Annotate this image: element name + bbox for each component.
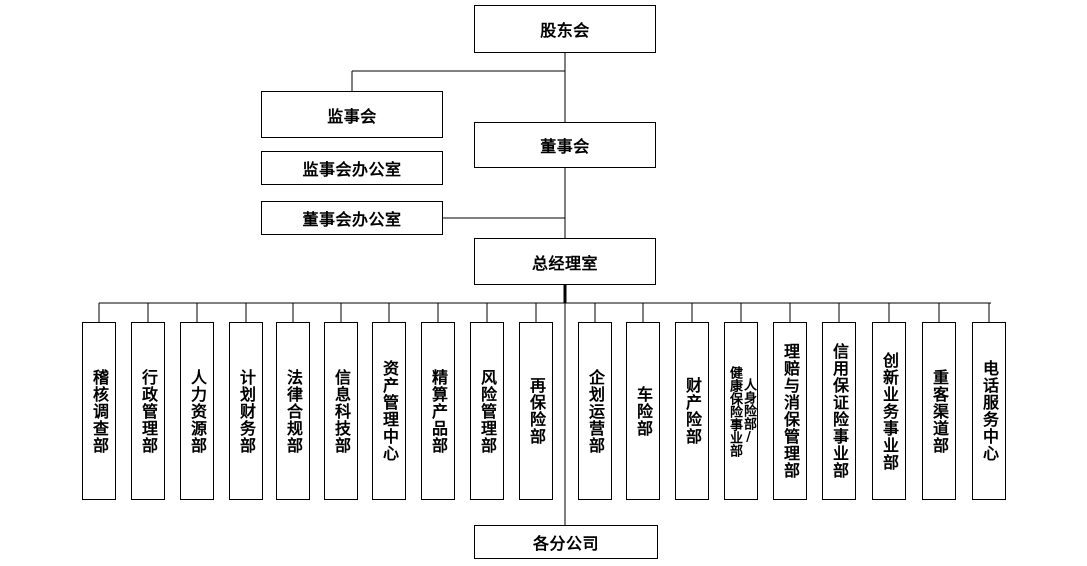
department-box: 稽核调查部: [82, 322, 116, 500]
department-label: 人力资源部: [188, 368, 207, 454]
department-box: 信用保证险事业部: [822, 322, 856, 500]
branches-label: 各分公司: [532, 534, 599, 553]
department-box: 人力资源部: [180, 322, 214, 500]
department-box: 信息科技部: [324, 322, 358, 500]
department-box: 企划运营部: [578, 322, 612, 500]
gm-office-label: 总经理室: [531, 253, 598, 273]
branches-box: 各分公司: [474, 525, 658, 559]
department-label: 再保险部: [527, 377, 546, 445]
department-box: 理赔与消保管理部: [773, 322, 807, 500]
department-label: 信用保证险事业部: [830, 343, 849, 479]
board-box: 董事会: [474, 122, 656, 168]
department-label: 资产管理中心: [380, 360, 399, 462]
supervisory-office-label: 监事会办公室: [302, 160, 402, 179]
department-label: 重客渠道部: [930, 368, 949, 454]
department-label: 稽核调查部: [90, 368, 109, 454]
department-label: 创新业务事业部: [880, 351, 899, 471]
department-box: 再保险部: [519, 322, 553, 500]
department-label: 车险部: [634, 385, 653, 437]
board-label: 董事会: [540, 137, 590, 156]
department-box: 风险管理部: [470, 322, 504, 500]
board-office-box: 董事会办公室: [261, 201, 443, 235]
department-label: 风险管理部: [478, 368, 497, 454]
department-label: 法律合规部: [284, 368, 303, 454]
supervisory-board-label: 监事会: [327, 106, 377, 126]
department-label: 健康保险事业部: [727, 365, 742, 457]
department-box: 资产管理中心: [372, 322, 406, 500]
department-label: 精算产品部: [429, 368, 448, 454]
department-box: 法律合规部: [276, 322, 310, 500]
board-office-label: 董事会办公室: [302, 210, 402, 229]
department-box: 重客渠道部: [922, 322, 956, 500]
department-box: 车险部: [626, 322, 660, 500]
department-box: 计划财务部: [229, 322, 263, 500]
department-box: 健康保险事业部人身险部/: [724, 322, 758, 500]
department-box: 电话服务中心: [972, 322, 1006, 500]
gm-office-box: 总经理室: [474, 238, 656, 285]
shareholders-box: 股东会: [474, 5, 656, 53]
department-label: 人身险部/: [741, 377, 756, 445]
department-box: 行政管理部: [131, 322, 165, 500]
department-label: 行政管理部: [139, 368, 158, 454]
supervisory-office-box: 监事会办公室: [261, 151, 443, 185]
shareholders-label: 股东会: [540, 21, 590, 40]
department-label: 电话服务中心: [980, 360, 999, 462]
department-label: 计划财务部: [237, 368, 256, 454]
department-label: 理赔与消保管理部: [781, 343, 800, 479]
department-box: 精算产品部: [421, 322, 455, 500]
department-box: 财产险部: [675, 322, 709, 500]
department-label: 财产险部: [683, 377, 702, 445]
department-label: 信息科技部: [332, 368, 351, 454]
department-label: 企划运营部: [586, 368, 605, 454]
department-box: 创新业务事业部: [872, 322, 906, 500]
supervisory-board-box: 监事会: [261, 91, 443, 138]
